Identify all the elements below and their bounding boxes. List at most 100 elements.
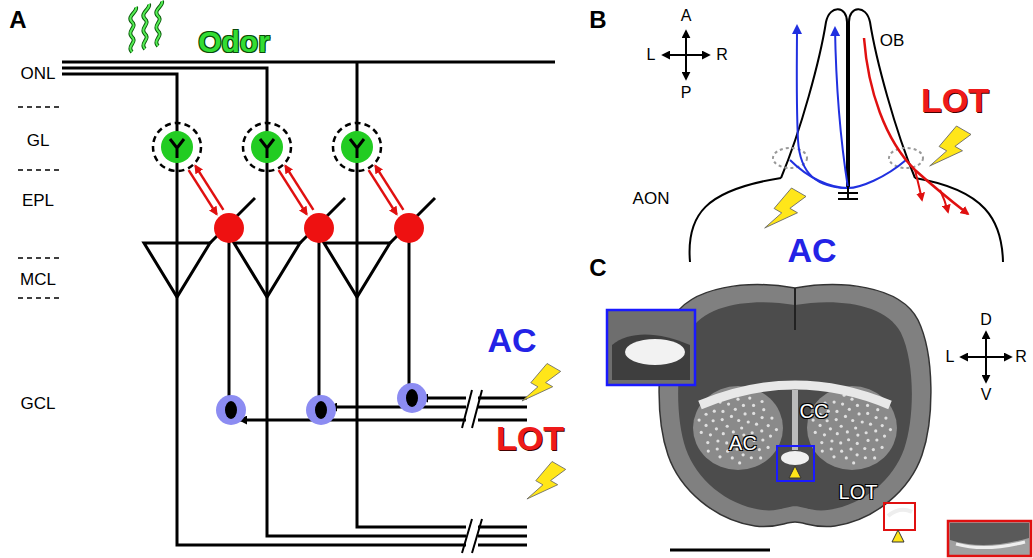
fiber-bundle [775, 428, 778, 431]
panel-letter: B [589, 8, 606, 32]
fiber-bundle [818, 424, 821, 427]
fiber-bundle [852, 461, 855, 464]
fiber-bundle [700, 431, 703, 434]
fiber-bundle [761, 438, 764, 441]
glomerulus [161, 131, 193, 163]
fiber-bundle [736, 398, 739, 401]
lot-branch [940, 190, 948, 212]
fiber-bundle [845, 456, 848, 459]
fiber-bundle [706, 441, 709, 444]
granule-soma [225, 401, 237, 419]
compass-letter: R [1015, 349, 1027, 365]
fiber-bundle [737, 419, 740, 422]
fiber-bundle [731, 456, 734, 459]
fiber-bundle [747, 420, 750, 423]
granule-cell [397, 383, 427, 413]
dendrodendritic-cell [214, 213, 244, 243]
ac-pathway [790, 28, 848, 188]
ac-inset-commissure [625, 339, 685, 365]
fiber-bundle [889, 428, 892, 431]
fiber-bundle [851, 419, 854, 422]
glomerulus-boundary [243, 123, 291, 171]
fiber-bundle [848, 408, 851, 411]
fiber-bundle [836, 432, 839, 435]
fiber-bundle [863, 447, 866, 450]
region-label: CC [800, 401, 829, 421]
odor-label: Odor [198, 27, 270, 57]
fiber-bundle [835, 410, 838, 413]
septum [792, 390, 798, 450]
granule-dendrite [408, 228, 411, 398]
fiber-bundle [716, 439, 719, 442]
signal-arrow [285, 166, 313, 210]
fiber-bundle [752, 404, 755, 407]
stimulation-site-label: AC [487, 323, 536, 357]
fiber-bundle [760, 416, 763, 419]
dendrodendritic-cell [394, 213, 424, 243]
panel-letter: A [9, 8, 26, 32]
fiber-bundle [715, 427, 718, 430]
lateral-dendrite [300, 198, 345, 243]
fiber-bundle [829, 427, 832, 430]
fiber-bundle [742, 404, 745, 407]
compass-letter: L [946, 349, 955, 365]
mitral-cell [324, 243, 390, 297]
compass-letter: P [681, 85, 692, 101]
lot-inset-tissue [950, 523, 1029, 545]
fiber-bundle [755, 423, 758, 426]
midline-fissure [794, 288, 796, 330]
layer-label: GCL [21, 395, 56, 412]
ac-pathway [797, 26, 906, 188]
fiber-bundle [856, 453, 859, 456]
glomerulus [251, 131, 283, 163]
fiber-bundle [874, 416, 877, 419]
fiber-bundle [849, 447, 852, 450]
layer-label: GL [27, 132, 50, 149]
fiber-bundle [861, 420, 864, 423]
fiber-bundle [869, 423, 872, 426]
lightning-bolt [928, 124, 971, 177]
fiber-bundle [759, 456, 762, 459]
lightning-bolt [526, 459, 567, 508]
mitral-axon [177, 160, 527, 545]
odor-wave [130, 7, 136, 52]
granule-dendrite [228, 228, 231, 410]
olfactory-bulb-circuit [18, 1, 566, 553]
compass-letter: R [716, 47, 728, 63]
olfactory-nerve [62, 61, 555, 64]
fiber-bundle [866, 412, 869, 415]
fiber-bundle [760, 429, 763, 432]
glomerulus-boundary [333, 123, 381, 171]
region-label: OB [880, 32, 905, 49]
fiber-bundle [856, 442, 859, 445]
fiber-bundle [876, 408, 879, 411]
granule-dendrite [318, 228, 321, 410]
layer-boundary [18, 169, 60, 171]
panel-letter: C [589, 256, 606, 280]
fiber-bundle [730, 415, 733, 418]
axis-break [462, 519, 472, 553]
fiber-bundle [835, 418, 838, 421]
fiber-bundle [865, 431, 868, 434]
fiber-bundle [727, 402, 730, 405]
fiber-bundle [766, 446, 769, 449]
fiber-bundle [814, 431, 817, 434]
layer-boundary [18, 257, 60, 259]
layer-label: MCL [20, 271, 56, 288]
cortex-outline [689, 178, 781, 262]
fiber-bundle [721, 418, 724, 421]
region-label: AC [729, 433, 757, 453]
lightning-bolt [521, 361, 562, 410]
brain-interior [678, 302, 912, 510]
lateral-dendrite [390, 198, 435, 243]
dendrodendritic-cell [304, 213, 334, 243]
fiber-bundle [830, 439, 833, 442]
layer-boundary [18, 297, 60, 299]
fiber-bundle [750, 456, 753, 459]
fiber-bundle [726, 425, 729, 428]
glomerulus-boundary [153, 123, 201, 171]
ac-midline-mark [838, 198, 858, 200]
fiber-bundle [875, 438, 878, 441]
fiber-bundle [752, 412, 755, 415]
fiber-bundle [873, 456, 876, 459]
